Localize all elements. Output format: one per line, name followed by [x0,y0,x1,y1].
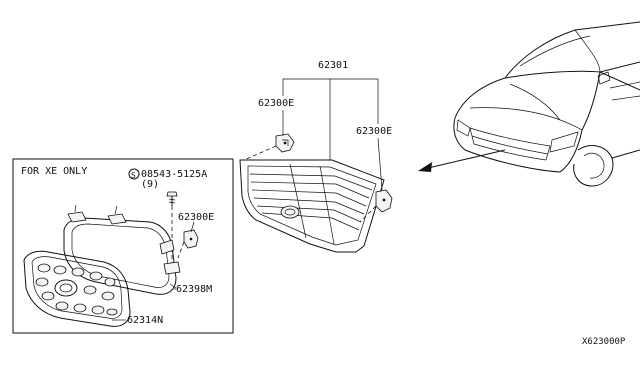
callout-clip-left: 62300E [258,98,294,109]
clip-inset-part [177,221,199,259]
callout-screw-part: 08543-5125A [141,169,207,180]
callout-clip-right: 62300E [356,126,392,137]
inset-title: FOR XE ONLY [21,166,87,177]
clip-left-part [243,133,295,161]
direction-arrow [418,149,506,172]
inset-box [12,158,234,334]
clip-right-part [359,189,393,223]
leader-lines-main [282,78,383,191]
callout-frame: 62398M [176,284,212,295]
callout-grille-assy: 62301 [318,60,348,71]
screw-part [166,191,178,264]
diagram-code: X623000P [582,337,626,347]
vehicle-illustration [453,21,640,187]
mesh-part [23,250,131,327]
screw-symbol-letter: S [131,171,136,180]
main-grille [239,159,385,253]
screw-symbol-icon [128,168,140,180]
callout-mesh: 62314N [127,315,163,326]
mesh-cells [35,263,118,316]
callout-screw-qty: (9) [141,179,159,190]
frame-part [63,204,181,295]
callout-clip-inset: 62300E [178,212,214,223]
